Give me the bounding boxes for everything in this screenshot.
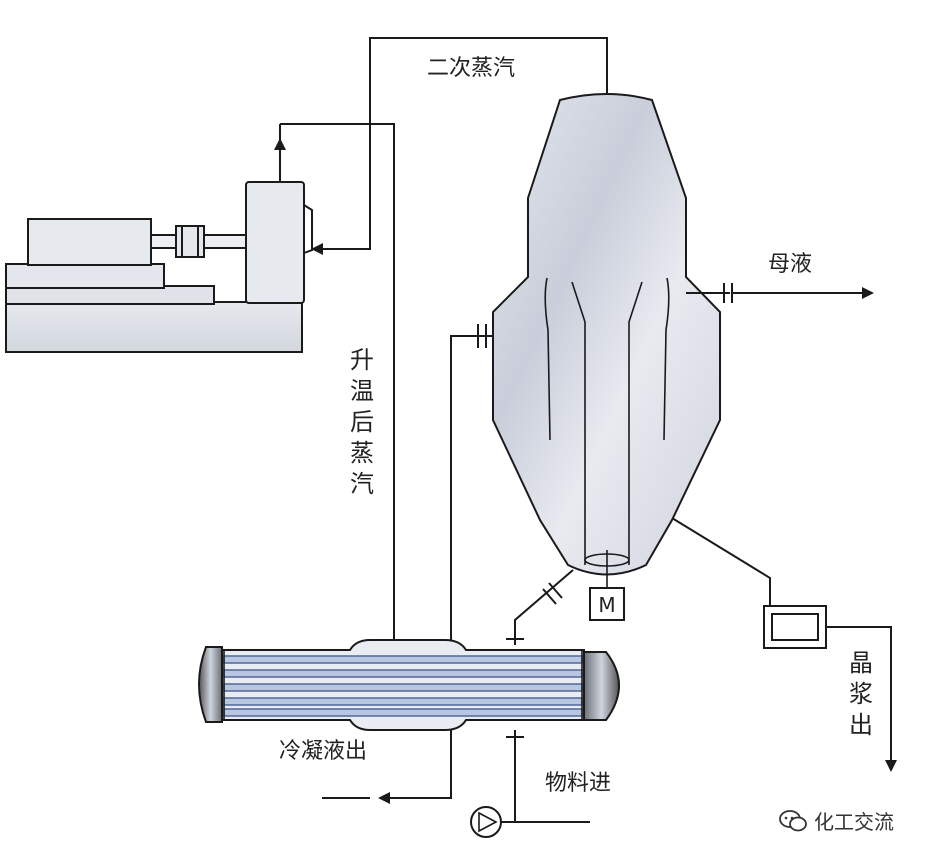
condensate-pipe	[378, 730, 452, 804]
heated-steam-pipe	[280, 123, 395, 645]
label-crystal-slurry-out: 晶浆出	[849, 649, 873, 739]
exchanger-right-head	[583, 651, 620, 721]
label-mother-liquor: 母液	[768, 252, 813, 277]
shaft-coupling	[175, 225, 205, 258]
label-secondary-steam: 二次蒸汽	[427, 56, 516, 81]
motor-mount-upper	[5, 263, 165, 289]
mother-liquor-outlet	[686, 283, 874, 303]
compressor-casing	[245, 181, 305, 304]
agitator-motor-box	[589, 587, 625, 621]
exchanger-left-head	[198, 646, 223, 723]
motor-label: M	[598, 593, 615, 617]
heat-exchanger	[198, 639, 620, 731]
label-material-in: 物料进	[545, 771, 612, 796]
compressor-assembly	[5, 181, 313, 353]
watermark-text: 化工交流	[814, 810, 894, 834]
secondary-steam-pipe	[311, 37, 608, 255]
compressor-base-plate	[5, 301, 303, 353]
evaporator-body	[492, 93, 721, 576]
evaporator-vessel	[492, 93, 721, 590]
pump-icon	[478, 811, 498, 833]
label-heated-steam: 升温后蒸汽	[350, 346, 374, 498]
feed-return-line	[450, 324, 493, 645]
feed-pump	[470, 806, 502, 838]
agitator-motor: M	[589, 587, 625, 621]
chat-bubble-icon	[779, 809, 807, 831]
crystal-slurry-outlet	[671, 517, 897, 772]
watermark: 化工交流	[778, 806, 894, 835]
slurry-pipe	[671, 517, 771, 607]
circulation-line	[506, 569, 574, 645]
steam-piping	[274, 37, 608, 645]
drive-motor-body	[27, 218, 152, 266]
draft-tube-wall	[544, 277, 551, 441]
label-condensate-out: 冷凝液出	[279, 739, 368, 764]
